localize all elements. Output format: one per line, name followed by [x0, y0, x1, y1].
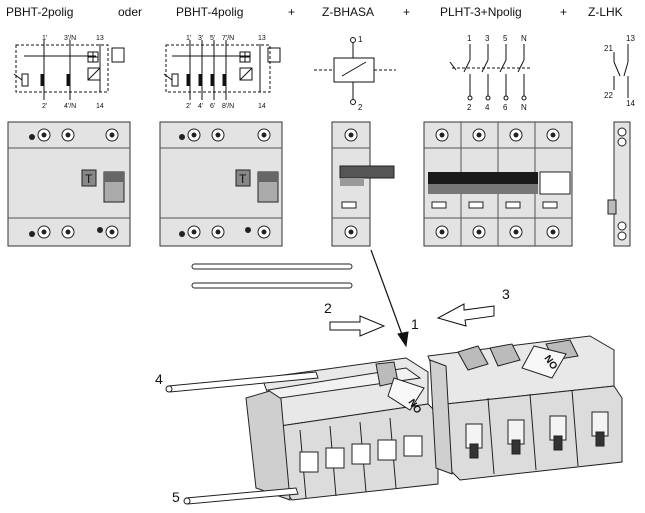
step-number-4: 4: [155, 371, 163, 387]
label-plht: PLHT-3+Npolig: [440, 5, 522, 19]
schematic-2p-term-2: 2': [42, 103, 47, 110]
plus-sign-2: +: [403, 5, 411, 19]
step-number-3: 3: [502, 286, 510, 302]
device-plht: [423, 121, 573, 247]
schematic-4p-term-14: 14: [258, 103, 266, 110]
schematic-lhk-term-21: 21: [604, 44, 613, 53]
schematic-lhk-term-14: 14: [626, 99, 635, 108]
test-button-2polig: T: [85, 172, 93, 186]
arrow-3-left: [436, 303, 495, 327]
schematic-2p-term-14: 14: [96, 103, 104, 110]
schematic-pbht-4polig: [163, 40, 281, 100]
device-z-bhasa: [331, 121, 395, 247]
label-z-lhk: Z-LHK: [588, 5, 623, 19]
schematic-4p-term-1: 1': [186, 35, 191, 42]
step-number-5: 5: [172, 489, 180, 505]
test-button-4polig: T: [239, 172, 247, 186]
schematic-bhasa-term-1: 1: [358, 35, 363, 44]
schematic-4p-term-6: 6': [210, 103, 215, 110]
schematic-lhk-term-22: 22: [604, 91, 613, 100]
inserted-rod-5: [183, 487, 299, 505]
schematic-4p-term-7n: 7'/N: [222, 35, 234, 42]
assembled-plht: [427, 335, 623, 481]
pin-rods: [191, 263, 353, 289]
label-pbht-4polig: PBHT-4polig: [176, 5, 244, 19]
device-pbht-4polig: [159, 121, 283, 247]
schematic-lhk-term-13: 13: [626, 34, 635, 43]
schematic-plht: [449, 44, 530, 101]
plus-sign-3: +: [560, 5, 568, 19]
label-z-bhasa: Z-BHASA: [322, 5, 375, 19]
schematic-bhasa-term-2: 2: [358, 103, 363, 112]
schematic-2p-term-4n: 4'/N: [64, 103, 76, 110]
schematic-4p-term-8n: 8'/N: [222, 103, 234, 110]
step-number-1: 1: [411, 316, 419, 332]
label-pbht-2polig: PBHT-2polig: [6, 5, 74, 19]
schematic-plht-term-4: 4: [485, 103, 490, 112]
schematic-z-bhasa: [314, 37, 396, 105]
schematic-2p-term-13: 13: [96, 35, 104, 42]
step-number-2: 2: [324, 300, 332, 316]
schematic-4p-term-5: 5': [210, 35, 215, 42]
schematic-2p-term-1: 1': [42, 35, 47, 42]
schematic-z-lhk: [613, 44, 629, 98]
arrow-1-insert: [370, 249, 409, 348]
device-z-lhk: [607, 121, 631, 247]
schematic-plht-term-3: 3: [485, 34, 490, 43]
plus-sign-1: +: [288, 5, 296, 19]
schematic-plht-term-n: N: [521, 34, 527, 43]
inserted-rod-4: [165, 371, 319, 393]
schematic-4p-term-4: 4': [198, 103, 203, 110]
schematic-plht-term-6: 6: [503, 103, 508, 112]
schematic-plht-term-n2: N: [521, 103, 527, 112]
schematic-plht-term-2: 2: [467, 103, 472, 112]
schematic-4p-term-3: 3': [198, 35, 203, 42]
schematic-plht-term-1: 1: [467, 34, 472, 43]
label-oder: oder: [118, 5, 143, 19]
arrow-2-right: [329, 315, 386, 337]
schematic-plht-term-5: 5: [503, 34, 508, 43]
device-pbht-2polig: [7, 121, 131, 247]
schematic-pbht-2polig: [13, 40, 125, 100]
schematic-4p-term-13: 13: [258, 35, 266, 42]
schematic-2p-term-3n: 3'/N: [64, 35, 76, 42]
schematic-4p-term-2: 2': [186, 103, 191, 110]
